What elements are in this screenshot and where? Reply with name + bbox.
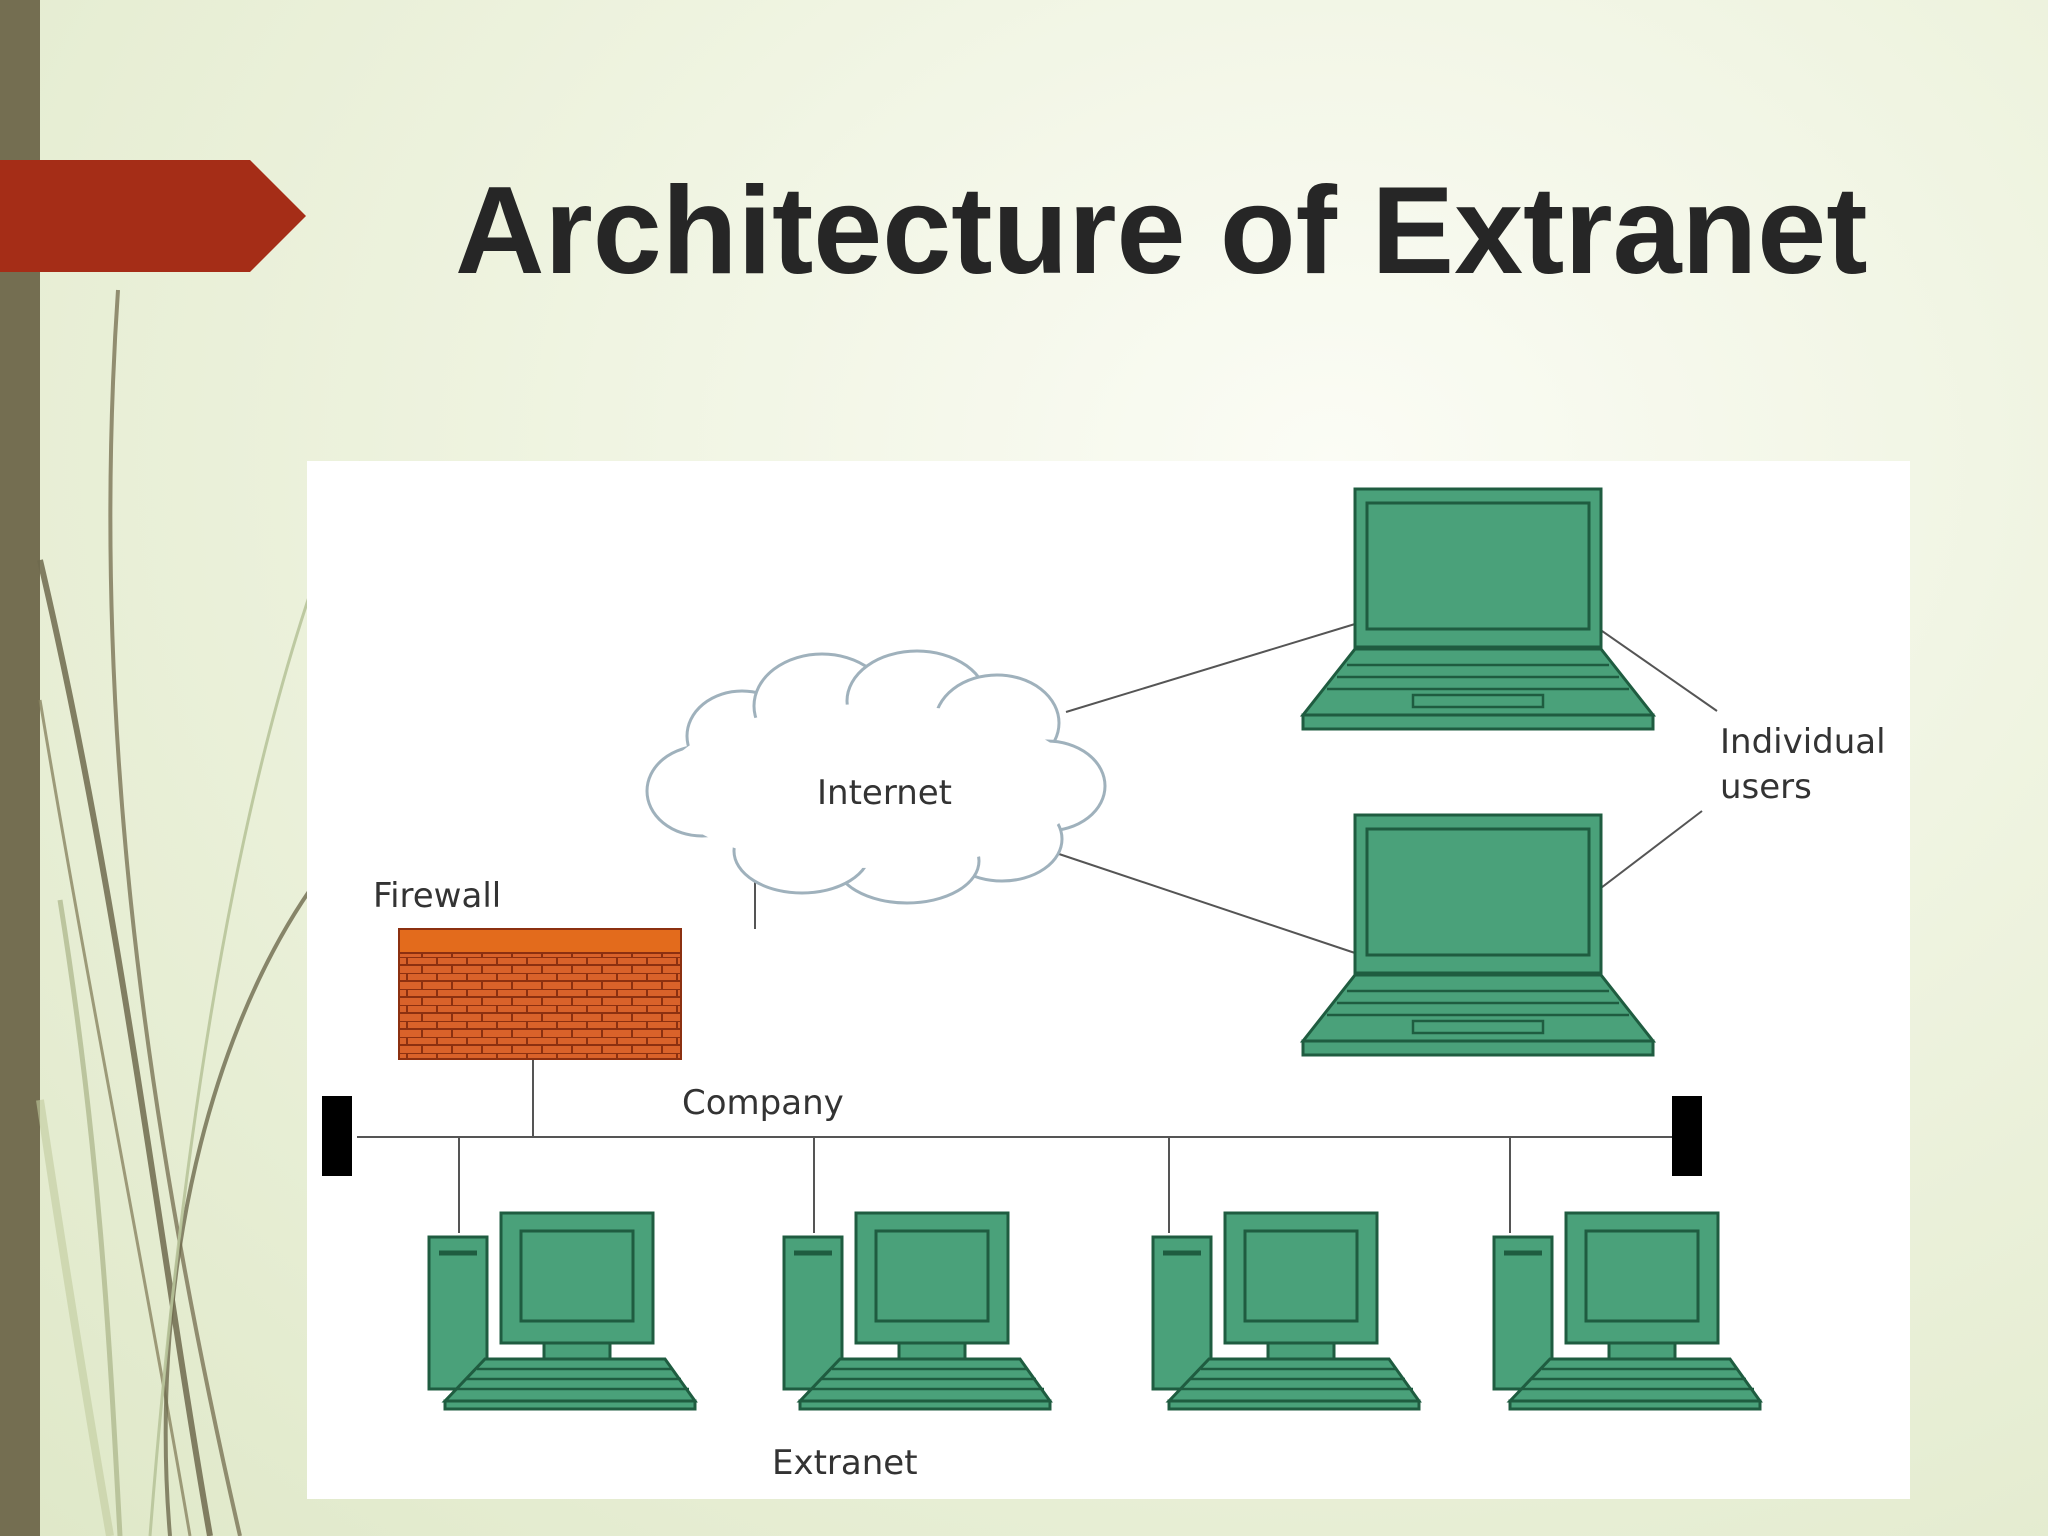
laptop-icon	[1301, 813, 1655, 1057]
individual-users-label-line1: Individual	[1720, 722, 1886, 762]
firewall-icon	[398, 928, 682, 1060]
bus-terminator-right	[1672, 1096, 1702, 1176]
desktop-computer-icon	[1494, 1213, 1760, 1409]
desktop-computer-icon	[1153, 1213, 1419, 1409]
desktop-computer-icon	[784, 1213, 1050, 1409]
individual-users-label-line2: users	[1720, 767, 1812, 807]
firewall-label: Firewall	[373, 876, 501, 916]
title-arrow-marker	[0, 160, 306, 272]
laptop-icon	[1301, 487, 1655, 731]
company-label: Company	[682, 1083, 844, 1123]
internet-cloud-icon	[645, 649, 1107, 905]
desktop-computer-icon	[429, 1213, 695, 1409]
internet-label: Internet	[817, 773, 952, 813]
extranet-diagram: Internet Firewall Company Extranet Indiv…	[307, 461, 1910, 1499]
bus-terminator-left	[322, 1096, 352, 1176]
diagram-canvas: Internet Firewall Company Extranet Indiv…	[322, 487, 1886, 1483]
decorative-curves	[36, 289, 360, 1536]
slide-title: Architecture of Extranet	[455, 162, 1868, 300]
extranet-label: Extranet	[772, 1443, 918, 1483]
